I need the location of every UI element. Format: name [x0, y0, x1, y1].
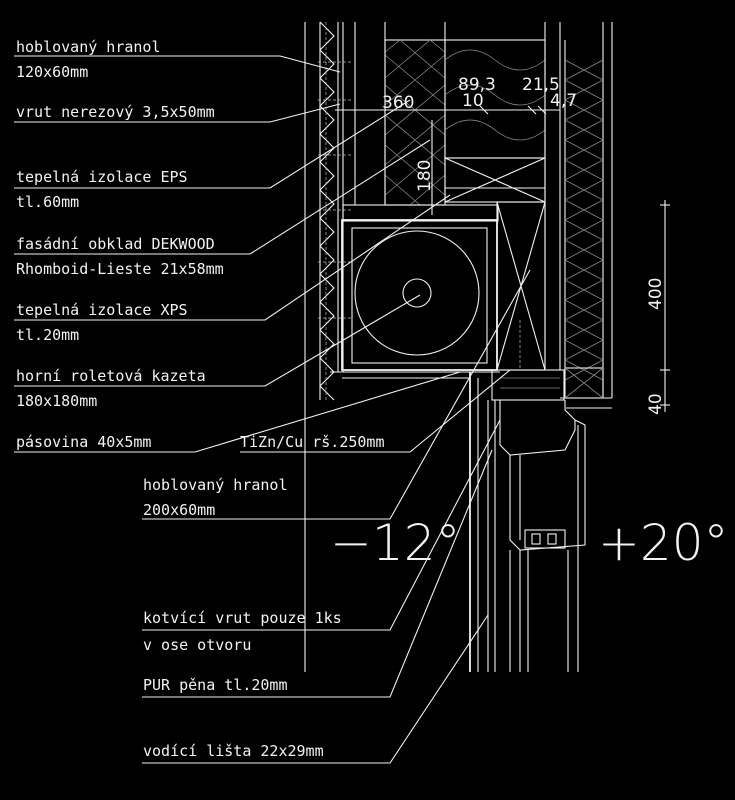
label-eps-line2: tl.60mm	[16, 193, 79, 211]
label-dekwood-line2: Rhomboid-Lieste 21x58mm	[16, 260, 224, 278]
temperatures: −12° +20°	[330, 514, 729, 572]
label-kazeta-line2: 180x180mm	[16, 392, 97, 410]
label-xps-line2: tl.20mm	[16, 326, 79, 344]
label-pur-line1: PUR pěna tl.20mm	[143, 676, 288, 694]
labels: hoblovaný hranol 120x60mm vrut nerezový …	[16, 38, 385, 760]
wall-section	[304, 21, 613, 672]
temperature-inside: +20°	[598, 514, 729, 572]
xps-layer	[342, 204, 499, 222]
label-kazeta-line1: horní roletová kazeta	[16, 367, 206, 385]
dim-89-3: 89,3	[458, 75, 496, 95]
label-lista-line1: vodící lišta 22x29mm	[143, 742, 324, 760]
label-hranol-120-line2: 120x60mm	[16, 63, 88, 81]
window-frame	[491, 369, 586, 672]
dimensions: 360 89,3 21,5 10 4,7 180 400 40	[335, 75, 670, 415]
label-tizn-line1: TiZn/Cu rš.250mm	[240, 433, 385, 451]
temperature-outside: −12°	[330, 514, 461, 572]
dim-21-5: 21,5	[522, 75, 560, 95]
label-vrut-line1: vrut nerezový 3,5x50mm	[16, 103, 215, 121]
label-kotvici-line1: kotvící vrut pouze 1ks	[143, 609, 342, 627]
label-dekwood-line1: fasádní obklad DEKWOOD	[16, 235, 215, 253]
dim-360: 360	[382, 93, 414, 113]
leader-lines	[14, 55, 531, 764]
label-xps-line1: tepelná izolace XPS	[16, 301, 188, 319]
dim-40: 40	[646, 393, 666, 415]
dim-400: 400	[646, 278, 666, 310]
label-hranol-200-line1: hoblovaný hranol	[143, 476, 288, 494]
label-kotvici-line2: v ose otvoru	[143, 636, 251, 654]
roller-drum	[354, 230, 480, 356]
dim-10: 10	[462, 91, 484, 111]
dim-180: 180	[415, 160, 435, 192]
facade-cladding	[319, 21, 335, 401]
wall-insulation	[444, 39, 546, 159]
dim-4-7: 4,7	[550, 91, 577, 111]
label-eps-line1: tepelná izolace EPS	[16, 168, 188, 186]
label-hranol-120-line1: hoblovaný hranol	[16, 38, 161, 56]
label-hranol-200-line2: 200x60mm	[143, 501, 215, 519]
screws	[318, 61, 352, 319]
label-pasovina-line1: pásovina 40x5mm	[16, 433, 151, 451]
